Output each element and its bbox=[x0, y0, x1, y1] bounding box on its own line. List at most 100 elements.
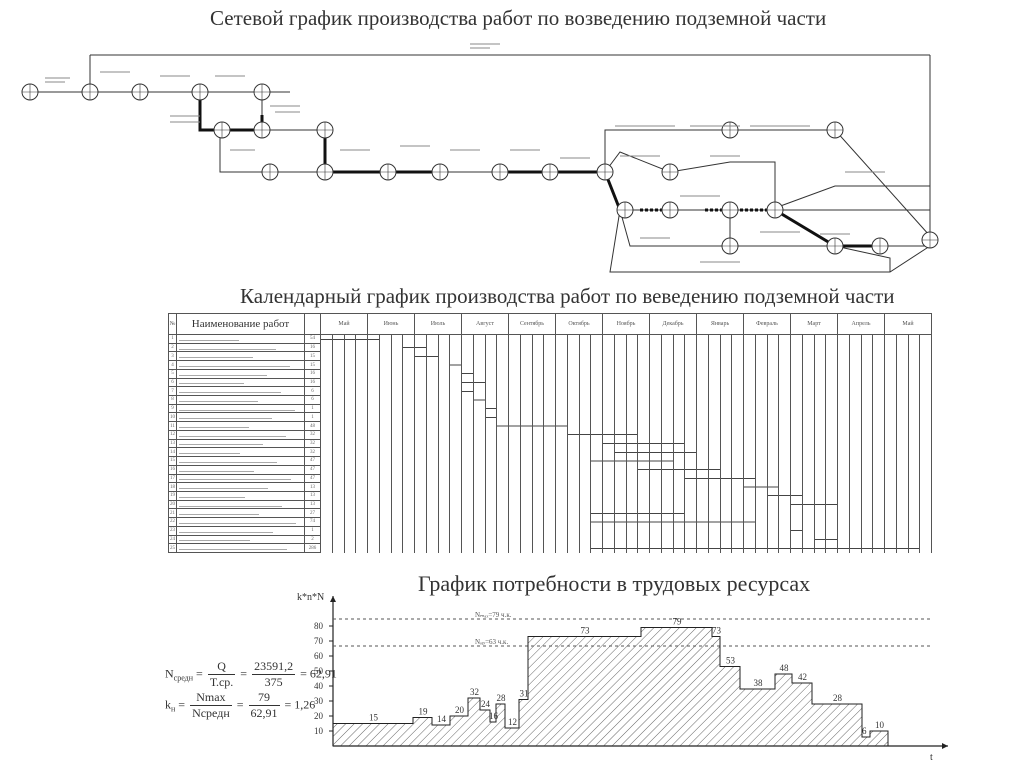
gantt-row-name bbox=[176, 490, 305, 501]
gantt-row-number: 23 bbox=[168, 525, 177, 536]
gantt-row-number: 19 bbox=[168, 490, 177, 501]
gantt-row: 24 2 bbox=[168, 534, 932, 545]
gantt-row-number: 1 bbox=[168, 334, 177, 344]
gantt-month-header: Январь bbox=[696, 313, 744, 335]
gantt-row-duration: 48 bbox=[304, 421, 321, 431]
gantt-row-number: 20 bbox=[168, 499, 177, 510]
gantt-row-number: 4 bbox=[168, 360, 177, 370]
gantt-row-duration: 16 bbox=[304, 342, 321, 353]
gantt-row-name bbox=[176, 403, 305, 414]
gantt-row-number: 14 bbox=[168, 447, 177, 458]
gantt-row-duration: 1 bbox=[304, 403, 321, 414]
labor-step-label: 32 bbox=[470, 687, 479, 697]
n-result: = 62,91 bbox=[300, 666, 337, 681]
labor-y-axis-title: k*n*N bbox=[297, 592, 324, 603]
gantt-row-number: 6 bbox=[168, 377, 177, 388]
gantt-row-duration: 16 bbox=[304, 368, 321, 379]
gantt-month-header: Май bbox=[320, 313, 368, 335]
gantt-month-header: Февраль bbox=[743, 313, 791, 335]
gantt-row-number: 10 bbox=[168, 412, 177, 423]
network-diagram bbox=[21, 43, 939, 273]
gantt-row-number: 7 bbox=[168, 386, 177, 397]
gantt-row-duration: 27 bbox=[304, 508, 321, 519]
labor-step-label: 73 bbox=[581, 626, 591, 636]
gantt-row-duration: 54 bbox=[304, 334, 321, 344]
gantt-row-name bbox=[176, 421, 305, 431]
gantt-col-duration bbox=[304, 313, 321, 335]
labor-step-label: 42 bbox=[798, 672, 807, 682]
gantt-row-duration: 13 bbox=[304, 490, 321, 501]
labor-step-label: 6 bbox=[862, 726, 867, 736]
gantt-month-header: Октябрь bbox=[555, 313, 603, 335]
gantt-month-header: Апрель bbox=[837, 313, 885, 335]
gantt-row-number: 22 bbox=[168, 517, 177, 527]
gantt-row-number: 9 bbox=[168, 403, 177, 414]
gantt-row-number: 24 bbox=[168, 534, 177, 545]
gantt-row-number: 17 bbox=[168, 473, 177, 484]
labor-y-tick: 70 bbox=[314, 636, 324, 646]
gantt-row-duration: 47 bbox=[304, 464, 321, 475]
labor-step-label: 20 bbox=[455, 705, 465, 715]
gantt-row-number: 25 bbox=[168, 543, 177, 553]
n-symbol: N bbox=[165, 666, 174, 681]
labor-step-label: 14 bbox=[437, 714, 447, 724]
gantt-row-duration: 47 bbox=[304, 473, 321, 484]
gantt-row-name bbox=[176, 412, 305, 423]
gantt-row: 11 48 bbox=[168, 421, 932, 431]
gantt-row-duration: 6 bbox=[304, 395, 321, 405]
gantt-month-header: Июнь bbox=[367, 313, 415, 335]
gantt-row-name bbox=[176, 342, 305, 353]
gantt-month-header: Июль bbox=[414, 313, 462, 335]
gantt-row-duration: 6 bbox=[304, 386, 321, 397]
k-subscript: н bbox=[171, 704, 176, 714]
k-frac1-bottom: Nсредн bbox=[192, 706, 230, 720]
gantt-col-name: Наименование работ bbox=[176, 313, 305, 335]
labor-step-label: 79 bbox=[673, 617, 683, 627]
labor-step-label: 15 bbox=[369, 713, 379, 723]
labor-step-label: 24 bbox=[481, 699, 491, 709]
k-frac1-top: Nmax bbox=[190, 690, 232, 706]
gantt-row-name bbox=[176, 429, 305, 440]
max-workers-label: Nₘₐₓ=79 ч.к. bbox=[475, 611, 512, 619]
gantt-month-header: Март bbox=[790, 313, 838, 335]
n-frac1-bottom: Т.ср. bbox=[209, 675, 234, 689]
gantt-row-number: 5 bbox=[168, 368, 177, 379]
calendar-schedule-title: Календарный график производства работ по… bbox=[240, 284, 895, 308]
gantt-row-name bbox=[176, 351, 305, 362]
labor-step-label: 16 bbox=[489, 711, 499, 721]
labor-y-tick: 10 bbox=[314, 726, 324, 736]
n-subscript: средн bbox=[173, 673, 194, 683]
gantt-row-duration: 2 bbox=[304, 534, 321, 545]
gantt-row-name bbox=[176, 395, 305, 405]
gantt-row-name bbox=[176, 543, 305, 553]
gantt-row: 2 16 bbox=[168, 342, 932, 353]
gantt-row-name bbox=[176, 447, 305, 458]
gantt-row-duration: 47 bbox=[304, 456, 321, 466]
gantt-row-number: 2 bbox=[168, 342, 177, 353]
gantt-row-duration: 15 bbox=[304, 351, 321, 362]
labor-step-label: 48 bbox=[780, 663, 790, 673]
gantt-month-header: Май bbox=[884, 313, 932, 335]
gantt-row-number: 16 bbox=[168, 464, 177, 475]
gantt-month-header: Ноябрь bbox=[602, 313, 650, 335]
gantt-row-number: 11 bbox=[168, 421, 177, 431]
gantt-row-duration: 74 bbox=[304, 517, 321, 527]
gantt-row-name bbox=[176, 499, 305, 510]
gantt-row-name bbox=[176, 386, 305, 397]
gantt-row-name bbox=[176, 456, 305, 466]
